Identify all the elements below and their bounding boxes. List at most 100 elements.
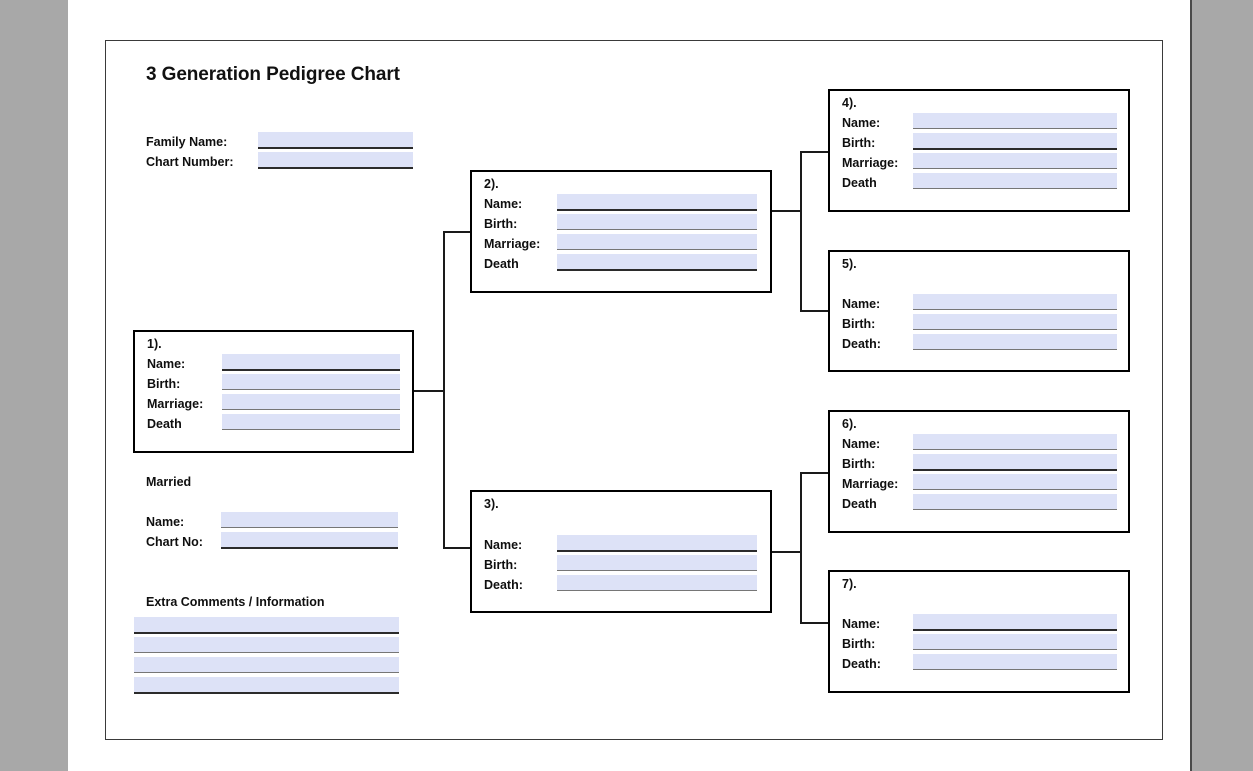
comments-heading: Extra Comments / Information	[146, 595, 325, 609]
box-5-death-input[interactable]	[913, 334, 1117, 349]
box-3-death-rule	[557, 590, 757, 592]
box-2-marriage-rule	[557, 249, 757, 251]
box-2-name-label: Name:	[484, 197, 523, 211]
box-4-marriage-input[interactable]	[913, 153, 1117, 168]
connector-box1-stub	[414, 390, 444, 392]
comments-line-3-rule	[134, 672, 399, 674]
page-title: 3 Generation Pedigree Chart	[146, 64, 400, 85]
pedigree-box-3[interactable]: 3). Name: Birth: Death:	[470, 490, 772, 613]
comments-line-4-input[interactable]	[134, 677, 399, 692]
box-4-name-input[interactable]	[913, 113, 1117, 128]
box-4-birth-input[interactable]	[913, 133, 1117, 148]
box-2-number: 2).	[484, 177, 499, 191]
box-6-name-rule	[913, 449, 1117, 451]
box-6-name-input[interactable]	[913, 434, 1117, 449]
box-6-birth-label: Birth:	[842, 457, 876, 471]
box-5-name-label: Name:	[842, 297, 881, 311]
box-2-marriage-input[interactable]	[557, 234, 757, 249]
box-6-number: 6).	[842, 417, 857, 431]
family-name-label: Family Name:	[146, 135, 228, 149]
connector-box6-stub	[800, 472, 829, 474]
box-7-name-rule	[913, 629, 1117, 631]
comments-line-2-rule	[134, 652, 399, 654]
box-6-marriage-label: Marriage:	[842, 477, 899, 491]
box-1-marriage-rule	[222, 409, 400, 411]
box-2-birth-label: Birth:	[484, 217, 518, 231]
box-4-name-rule	[913, 128, 1117, 130]
connector-gen2-lower-vertical	[800, 472, 802, 623]
box-2-name-rule	[557, 209, 757, 211]
family-name-rule	[258, 147, 413, 149]
box-5-name-rule	[913, 309, 1117, 311]
box-5-birth-input[interactable]	[913, 314, 1117, 329]
connector-box7-stub	[800, 622, 829, 624]
box-2-marriage-label: Marriage:	[484, 237, 541, 251]
box-4-death-label: Death	[842, 176, 877, 190]
box-4-death-input[interactable]	[913, 173, 1117, 188]
comments-line-1-rule	[134, 632, 399, 634]
box-6-birth-input[interactable]	[913, 454, 1117, 469]
box-3-name-input[interactable]	[557, 535, 757, 550]
comments-line-2-input[interactable]	[134, 637, 399, 652]
box-3-birth-input[interactable]	[557, 555, 757, 570]
connector-gen1-vertical	[443, 231, 445, 549]
connector-gen2-upper-vertical	[800, 151, 802, 311]
box-3-birth-rule	[557, 570, 757, 572]
married-name-input[interactable]	[221, 512, 398, 527]
box-5-name-input[interactable]	[913, 294, 1117, 309]
box-7-death-rule	[913, 669, 1117, 671]
box-7-birth-label: Birth:	[842, 637, 876, 651]
box-2-name-input[interactable]	[557, 194, 757, 209]
box-1-name-label: Name:	[147, 357, 186, 371]
connector-box2-out-stub	[772, 210, 801, 212]
pedigree-box-6[interactable]: 6). Name: Birth: Marriage: Death	[828, 410, 1130, 533]
box-6-death-input[interactable]	[913, 494, 1117, 509]
box-6-death-rule	[913, 509, 1117, 511]
box-3-name-rule	[557, 550, 757, 552]
connector-box4-stub	[800, 151, 829, 153]
box-5-death-label: Death:	[842, 337, 881, 351]
box-1-death-input[interactable]	[222, 414, 400, 429]
box-2-birth-input[interactable]	[557, 214, 757, 229]
married-chart-no-label: Chart No:	[146, 535, 203, 549]
box-7-birth-input[interactable]	[913, 634, 1117, 649]
box-4-marriage-label: Marriage:	[842, 156, 899, 170]
pedigree-box-5[interactable]: 5). Name: Birth: Death:	[828, 250, 1130, 372]
box-7-death-label: Death:	[842, 657, 881, 671]
box-3-death-label: Death:	[484, 578, 523, 592]
box-4-name-label: Name:	[842, 116, 881, 130]
connector-box2-stub	[443, 231, 471, 233]
box-1-name-rule	[222, 369, 400, 371]
box-6-marriage-input[interactable]	[913, 474, 1117, 489]
pedigree-box-2[interactable]: 2). Name: Birth: Marriage: Death	[470, 170, 772, 293]
box-7-name-input[interactable]	[913, 614, 1117, 629]
comments-line-3-input[interactable]	[134, 657, 399, 672]
box-3-name-label: Name:	[484, 538, 523, 552]
comments-line-4-rule	[134, 692, 399, 694]
box-6-name-label: Name:	[842, 437, 881, 451]
box-3-number: 3).	[484, 497, 499, 511]
comments-line-1-input[interactable]	[134, 617, 399, 632]
box-7-death-input[interactable]	[913, 654, 1117, 669]
box-2-death-rule	[557, 269, 757, 271]
pedigree-box-1[interactable]: 1). Name: Birth: Marriage: Death	[133, 330, 414, 453]
box-4-birth-label: Birth:	[842, 136, 876, 150]
box-1-marriage-label: Marriage:	[147, 397, 204, 411]
connector-box3-stub	[443, 547, 471, 549]
box-1-birth-rule	[222, 389, 400, 391]
pedigree-box-4[interactable]: 4). Name: Birth: Marriage: Death	[828, 89, 1130, 212]
box-1-birth-input[interactable]	[222, 374, 400, 389]
box-1-name-input[interactable]	[222, 354, 400, 369]
pedigree-box-7[interactable]: 7). Name: Birth: Death:	[828, 570, 1130, 693]
box-2-death-input[interactable]	[557, 254, 757, 269]
box-5-death-rule	[913, 349, 1117, 351]
chart-number-input[interactable]	[258, 152, 413, 167]
box-3-birth-label: Birth:	[484, 558, 518, 572]
married-chart-no-input[interactable]	[221, 532, 398, 547]
box-1-birth-label: Birth:	[147, 377, 181, 391]
box-1-death-label: Death	[147, 417, 182, 431]
family-name-input[interactable]	[258, 132, 413, 147]
box-3-death-input[interactable]	[557, 575, 757, 590]
connector-box5-stub	[800, 310, 829, 312]
box-1-marriage-input[interactable]	[222, 394, 400, 409]
